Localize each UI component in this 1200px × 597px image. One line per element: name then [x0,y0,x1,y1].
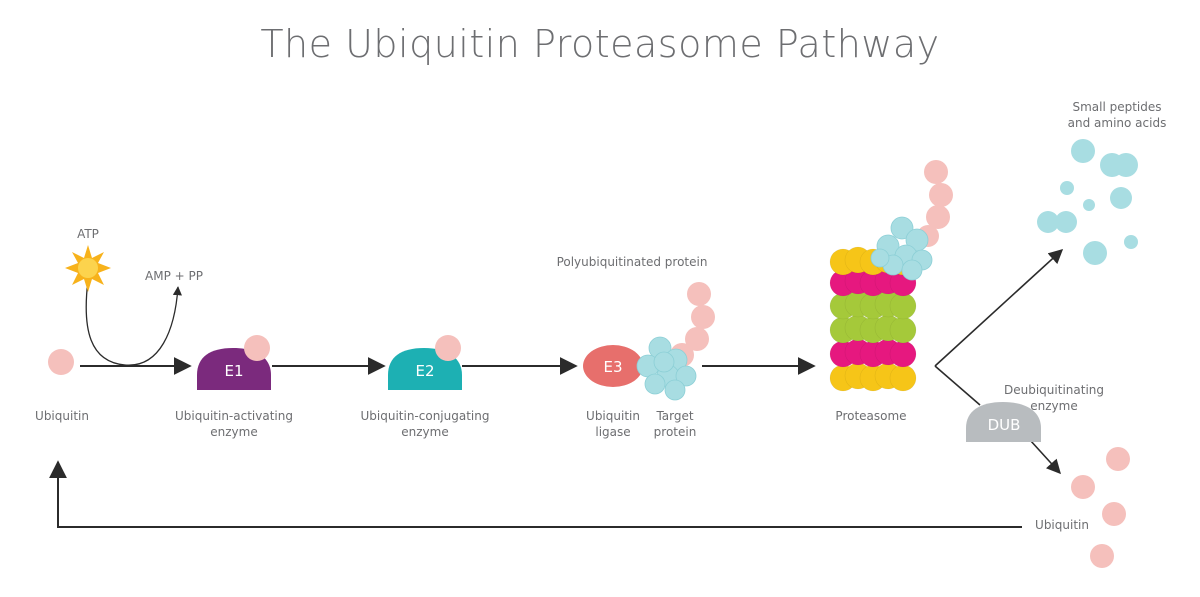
arrow-recycle [49,460,1022,528]
ubiquitin-ball [48,349,74,375]
target-protein-blob [636,336,697,401]
recycled-ubiquitin [1071,447,1130,568]
amp-pp-label: AMP + PP [145,269,203,283]
dub-enzyme [966,402,1041,442]
arrow-to-dub [934,365,981,406]
proteasome-ring [829,362,917,392]
page-title: The Ubiquitin Proteasome Pathway [260,22,940,66]
proteasome-ring [829,314,917,344]
arrow-to-peptides [934,249,1064,367]
proteasome-label: Proteasome [835,409,907,423]
e2-enzyme [388,335,462,390]
e1-enzyme [197,335,271,390]
arrow-dub-to-ubiquitin [1029,439,1061,475]
e2-label: E2 [415,362,434,380]
polyubiquitinated-label: Polyubiquitinated protein [556,255,708,269]
ubiquitin-label: Ubiquitin [35,409,89,423]
proteasome-ring [829,338,917,368]
atp-burst-icon [65,245,111,292]
recycled-ubiquitin-label: Ubiquitin [1035,518,1089,532]
atp-label: ATP [77,227,99,241]
e3-label: E3 [603,358,622,376]
small-peptides [1037,139,1138,265]
arrow-atp-to-amp [85,279,182,366]
e1-label: E1 [224,362,243,380]
e3-ligase-complex [583,282,715,401]
dub-label: DUB [988,416,1021,434]
proteasome-substrate [870,160,953,281]
